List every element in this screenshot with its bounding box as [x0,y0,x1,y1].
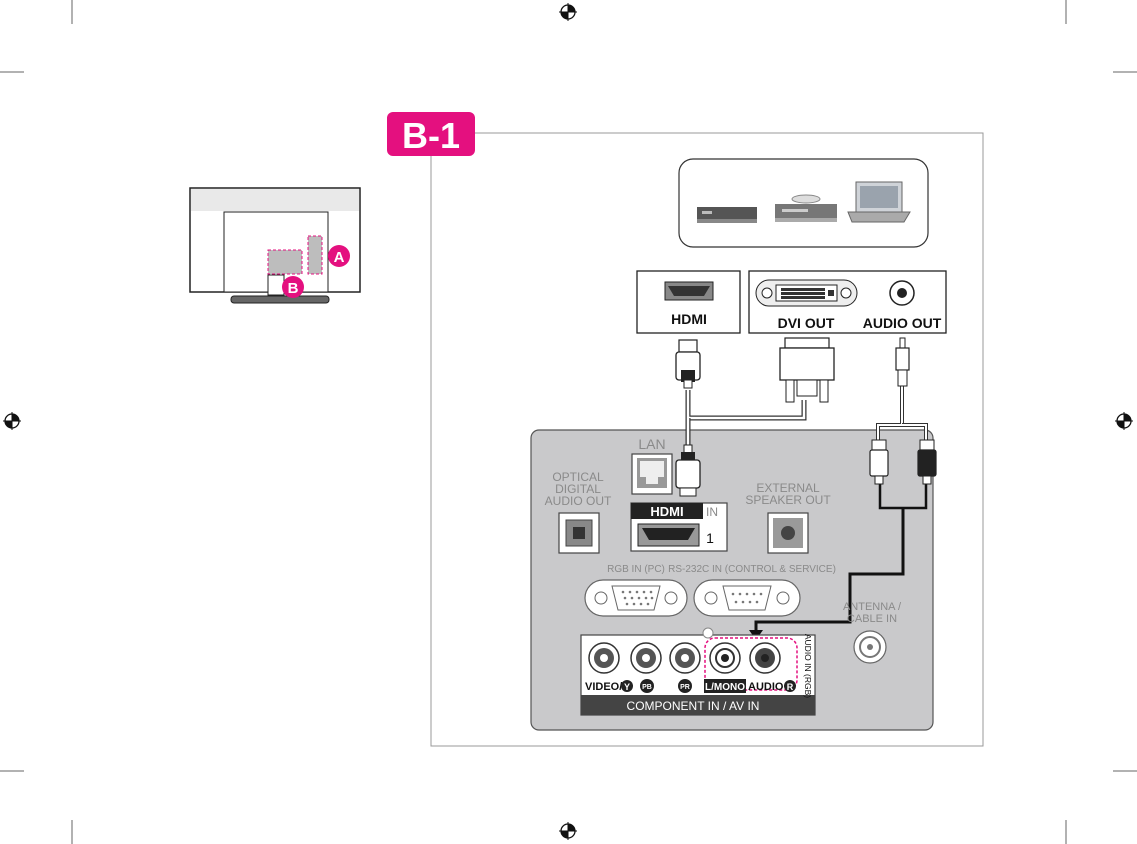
dvi-out-label: DVI OUT [778,315,835,331]
audio-plug-3-5mm [895,337,910,387]
jack-audio-label: AUDIO [748,681,784,693]
antenna-port [853,630,887,664]
hdmi-label: HDMI [671,311,707,327]
lan-port [631,453,673,495]
hdmi-in-port: HDMI IN 1 [630,502,728,552]
jack-l-mono [709,642,741,674]
jack-r-label: R [787,682,794,692]
jack-pr [669,642,701,674]
speaker-label-line2: SPEAKER OUT [745,493,831,507]
section-badge [387,112,475,156]
rca-plug-red [917,439,937,485]
callout-b: B [282,276,304,298]
dvi-plug [779,337,835,403]
callout-a: A [328,245,350,267]
registration-mark-right [1115,412,1133,430]
jack-lmono-label: L/MONO [705,682,745,693]
audio-jacks-highlight [704,637,798,691]
registration-mark-left [3,412,21,430]
jack-pb-label: PB [642,684,652,691]
jack-audio-r [749,642,781,674]
jack-pr-label: PR [680,684,690,691]
rgb-in-port [584,579,688,617]
hdmi-source: HDMI [636,270,741,334]
rs232c-port [693,579,801,617]
dvd-player-icon [775,194,837,222]
optical-label-line2: DIGITAL [555,482,601,496]
optical-label-line3: AUDIO OUT [545,494,612,508]
external-speaker-port [767,512,809,554]
hdmi-dvi-cable [685,390,807,445]
audio-cable [749,385,928,640]
jack-y-label: Y [624,682,630,692]
section-label: B-1 [402,115,460,156]
antenna-label-line2: CABLE IN [847,613,897,625]
optical-port [558,512,600,554]
jack-video [588,642,620,674]
audio-out-label: AUDIO OUT [863,315,942,331]
dvi-audio-source: DVI OUT AUDIO OUT [748,270,947,334]
hdmi-plug-bottom [675,444,701,497]
rgb-in-label: RGB IN (PC) [607,564,665,575]
speaker-label-line1: EXTERNAL [756,481,820,495]
registration-mark-top [559,3,577,21]
hdmi-plug-top [675,339,701,389]
laptop-icon [847,181,911,223]
svg-text:B: B [288,280,299,297]
svg-text:A: A [334,249,345,266]
jack-pb [630,642,662,674]
rs232c-label: RS-232C IN (CONTROL & SERVICE) [668,564,836,575]
component-title: COMPONENT IN / AV IN [627,699,760,713]
tv-rear-thumbnail: A B [189,187,361,304]
audio-in-rgb-label: AUDIO IN (RGB) [803,634,813,698]
hdmi-logo: HDMI [650,504,683,519]
rca-plug-white [869,439,889,485]
hdmi-port-number: 1 [706,530,714,546]
source-devices-box [678,158,929,248]
antenna-label-line1: ANTENNA / [843,601,902,613]
component-av-block: COMPONENT IN / AV IN AUDIO IN (RGB) VIDE… [580,627,816,716]
jack-video-label: VIDEO/ [585,681,622,693]
lan-label: LAN [638,436,665,452]
set-top-box-icon [697,207,757,223]
registration-mark-bottom [559,822,577,840]
optical-label-line1: OPTICAL [552,470,604,484]
hdmi-in-label: IN [706,505,718,519]
